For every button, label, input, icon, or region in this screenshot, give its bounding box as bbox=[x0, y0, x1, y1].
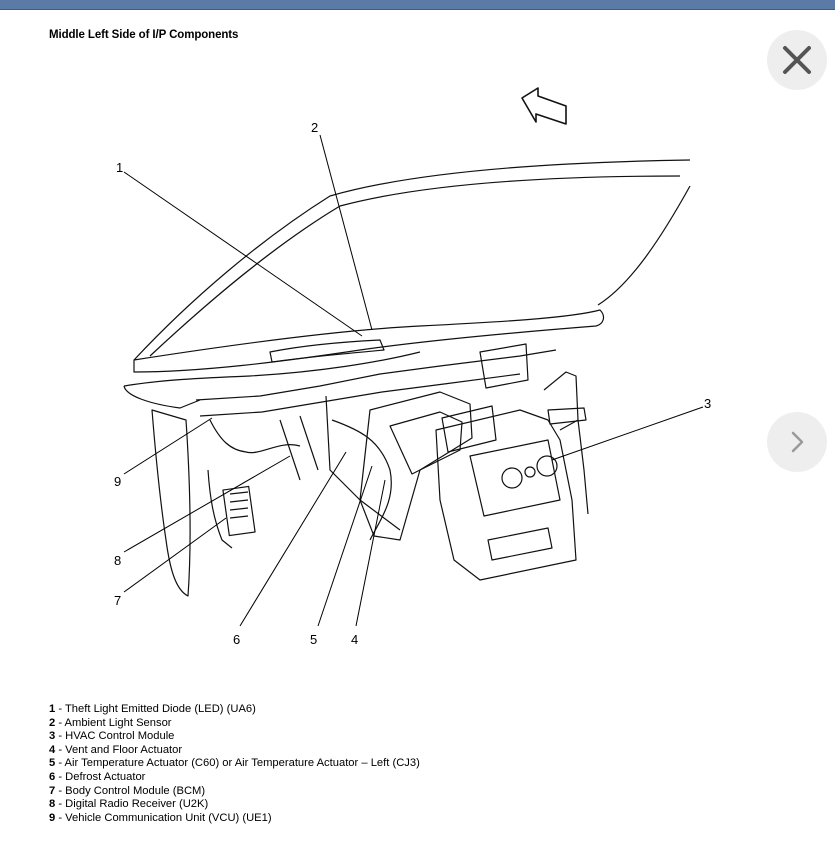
next-button[interactable] bbox=[767, 412, 827, 472]
leader-line-1 bbox=[123, 171, 363, 337]
bcm-module bbox=[222, 485, 256, 537]
chevron-right-icon bbox=[791, 431, 804, 453]
legend-item: 9 - Vehicle Communication Unit (VCU) (UE… bbox=[49, 811, 272, 824]
leader-line-8 bbox=[123, 455, 291, 553]
leader-line-2 bbox=[319, 134, 373, 331]
top-bar bbox=[0, 0, 835, 10]
leader-line-5 bbox=[317, 465, 373, 627]
legend-item: 6 - Defrost Actuator bbox=[49, 770, 146, 783]
legend-item: 1 - Theft Light Emitted Diode (LED) (UA6… bbox=[49, 703, 256, 715]
page-title: Middle Left Side of I/P Components bbox=[49, 29, 239, 41]
legend-item: 8 - Digital Radio Receiver (U2K) bbox=[49, 798, 209, 811]
callout-7: 7 bbox=[114, 593, 121, 608]
windshield-outline bbox=[133, 159, 691, 361]
leader-line-9 bbox=[123, 417, 213, 475]
leader-line-4 bbox=[355, 479, 386, 627]
left-panel bbox=[151, 409, 191, 597]
ip-components-diagram: 1 2 3 4 5 6 7 8 9 bbox=[114, 87, 711, 647]
legend-item: 2 - Ambient Light Sensor bbox=[49, 716, 172, 729]
legend-item: 4 - Vent and Floor Actuator bbox=[49, 743, 183, 756]
leader-line-6 bbox=[239, 451, 347, 627]
callout-1: 1 bbox=[116, 160, 123, 175]
legend-item: 7 - Body Control Module (BCM) bbox=[49, 784, 206, 797]
callout-9: 9 bbox=[114, 474, 121, 489]
leader-line-7 bbox=[123, 517, 227, 593]
callout-8: 8 bbox=[114, 553, 121, 568]
callout-6: 6 bbox=[233, 632, 240, 647]
hvac-case bbox=[359, 391, 473, 541]
close-x-icon bbox=[783, 46, 811, 74]
close-button[interactable] bbox=[767, 30, 827, 90]
callout-4: 4 bbox=[351, 632, 358, 647]
forward-arrow bbox=[521, 87, 567, 125]
legend-item: 5 - Air Temperature Actuator (C60) or Ai… bbox=[49, 757, 420, 770]
callout-2: 2 bbox=[311, 120, 318, 135]
callout-3: 3 bbox=[704, 396, 711, 411]
leader-line-3 bbox=[551, 406, 704, 461]
component-legend: 1 - Theft Light Emitted Diode (LED) (UA6… bbox=[49, 703, 769, 825]
legend-item: 3 - HVAC Control Module bbox=[49, 730, 175, 743]
callout-5: 5 bbox=[310, 632, 317, 647]
center-stack bbox=[435, 409, 577, 581]
